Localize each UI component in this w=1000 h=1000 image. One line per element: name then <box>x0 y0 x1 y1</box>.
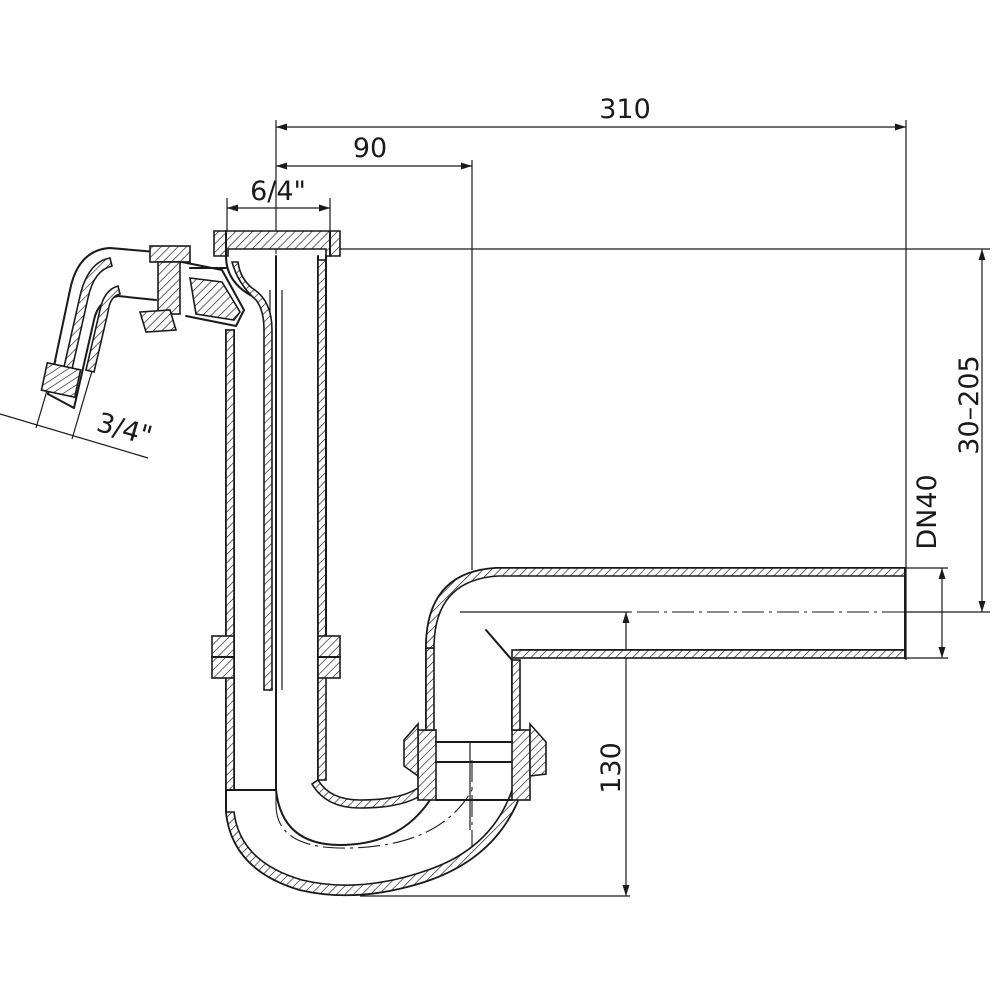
dim-height-adjust: 30–205 <box>335 248 990 613</box>
dim-outlet-size: DN40 <box>905 474 948 659</box>
dim-height-adjust-label: 30–205 <box>954 355 985 454</box>
dimension-layer: 310 90 6/4" 30–205 DN40 <box>0 94 990 897</box>
dim-outlet-size-label: DN40 <box>912 474 943 549</box>
dim-seal-depth-label: 130 <box>596 742 627 794</box>
center-lines <box>275 232 905 850</box>
horizontal-outlet-pipe <box>425 567 906 661</box>
dim-inlet-thread-label: 6/4" <box>250 176 306 207</box>
trap-outlet-leg <box>403 647 547 830</box>
trap-bowl <box>211 255 524 897</box>
dim-offset: 90 <box>276 133 472 170</box>
appliance-hose-connector <box>40 245 245 409</box>
dim-inlet-thread: 6/4" <box>227 176 330 212</box>
dim-seal-depth: 130 <box>360 611 630 897</box>
dim-overall-width-label: 310 <box>599 94 651 125</box>
dim-overall-width: 310 <box>276 94 906 131</box>
dim-hose-connector-label: 3/4" <box>93 407 155 452</box>
dim-offset-label: 90 <box>353 133 387 164</box>
